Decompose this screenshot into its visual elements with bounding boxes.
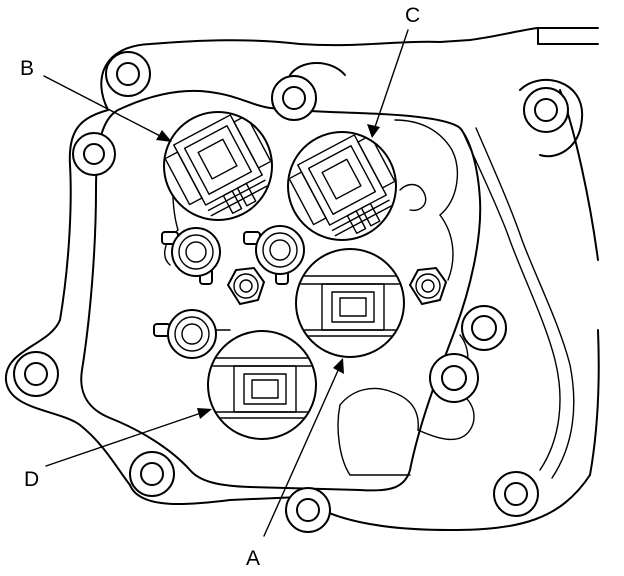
bolt-hole-icon (471, 315, 497, 341)
callout-label-d: D (24, 468, 39, 491)
detail-view-b (163, 111, 273, 221)
connector-icon (243, 225, 305, 285)
bolt-hole-icon (534, 98, 558, 122)
bolt-hole-icon (296, 498, 320, 522)
bolt-hole-icon (83, 143, 105, 165)
housing-outline (4, 27, 600, 531)
leader-b (43, 75, 172, 142)
connector-icon (161, 227, 221, 285)
detail-view-d (207, 330, 317, 440)
leader-d (45, 408, 212, 467)
bolt-hole-icon (140, 462, 164, 486)
leader-a (263, 358, 344, 537)
bolt-hole-icon (24, 362, 48, 386)
nut-icon (408, 266, 448, 306)
bolt-hole-icon (504, 482, 528, 506)
callout-labels: B C A D (20, 4, 420, 570)
bolt-hole-icon (441, 365, 467, 391)
callout-label-b: B (20, 57, 34, 80)
leader-lines (43, 29, 409, 537)
detail-view-c (287, 131, 397, 241)
connector-icon (153, 309, 217, 359)
leader-c (367, 29, 409, 138)
bolt-hole-icon (282, 86, 306, 110)
mounting-holes (13, 51, 569, 533)
bolt-hole-icon (116, 62, 140, 86)
solenoid-connectors (153, 225, 305, 359)
callout-label-a: A (246, 547, 260, 570)
callout-label-c: C (405, 4, 420, 27)
nuts (226, 266, 448, 306)
detail-view-a (295, 248, 405, 358)
nut-icon (226, 266, 266, 306)
